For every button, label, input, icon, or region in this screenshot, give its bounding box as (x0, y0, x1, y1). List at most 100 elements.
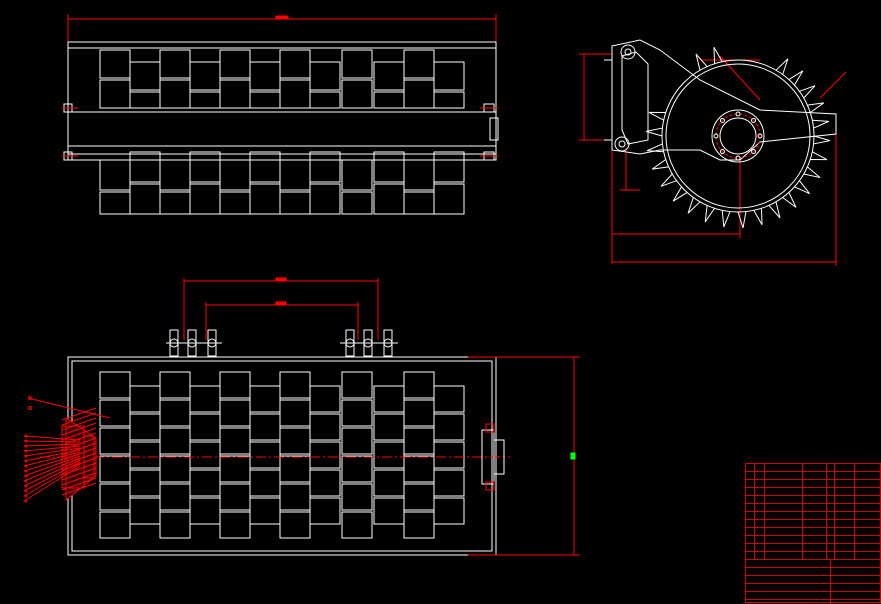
drum-tooth (813, 135, 831, 145)
pad-front (159, 371, 191, 399)
title-block-cell (754, 512, 755, 519)
pad-upper (129, 61, 161, 91)
title-block-cell (854, 520, 855, 527)
leader-dot (24, 464, 28, 468)
front-view[interactable] (23, 277, 580, 556)
lug-pin (363, 338, 373, 348)
pad-upper-lower (433, 91, 465, 109)
pad-front (433, 469, 465, 497)
pad-front (279, 511, 311, 539)
hatch-line (61, 412, 97, 426)
side-view[interactable] (579, 39, 847, 266)
title-block-cell (854, 552, 855, 559)
title-block-cell (802, 552, 803, 559)
top-view[interactable] (62, 14, 499, 215)
drum-tooth (810, 151, 828, 161)
pad-upper (309, 61, 341, 91)
leader-line (23, 445, 81, 452)
title-block-cell (754, 504, 755, 511)
pad-front (341, 399, 373, 427)
pad-lower (373, 151, 405, 183)
title-block-cell (754, 496, 755, 503)
pad-front (159, 399, 191, 427)
pad-front (159, 455, 191, 483)
bolt-hole (719, 117, 725, 123)
title-block-cell (826, 496, 827, 503)
title-block-cell (826, 536, 827, 543)
title-block-row (746, 472, 880, 480)
title-block[interactable] (745, 463, 881, 604)
pad-upper-lower (403, 79, 435, 109)
hatch-line (61, 422, 97, 436)
leader-line (23, 457, 81, 482)
title-block-cell (754, 544, 755, 551)
pad-front (219, 427, 251, 455)
title-block-row (746, 464, 880, 472)
leader-dot (24, 484, 28, 488)
title-block-row (746, 480, 880, 488)
leader-dot (24, 479, 28, 483)
pad-front (189, 385, 221, 413)
pad-front (279, 483, 311, 511)
pad-upper (279, 49, 311, 79)
pad-lower-2 (219, 191, 251, 215)
drum-tooth (737, 211, 747, 229)
pad-front (433, 385, 465, 413)
lug-pin (383, 338, 393, 348)
pad-upper (403, 49, 435, 79)
leader-line (23, 447, 81, 457)
pad-lower-2 (309, 183, 341, 215)
leader-dot (24, 459, 28, 463)
title-block-cell (854, 512, 855, 519)
pad-front (403, 455, 435, 483)
pad-lower (99, 159, 131, 191)
pad-front (309, 385, 341, 413)
title-block-cell (834, 480, 835, 487)
part-leaders (23, 396, 81, 503)
pad-upper (373, 61, 405, 91)
top-dimension (67, 14, 497, 42)
pad-front (341, 483, 373, 511)
title-block-cell (854, 480, 855, 487)
drum-tooth (807, 102, 825, 113)
hatch-line (61, 467, 97, 481)
title-block-cell (834, 544, 835, 551)
pad-upper (159, 49, 191, 79)
drum-body-top (67, 41, 497, 161)
drum-tooth (768, 201, 781, 219)
pad-upper-lower (249, 91, 281, 109)
drum-tooth (648, 111, 666, 121)
title-block-cell (826, 480, 827, 487)
pad-lower-2 (99, 191, 131, 215)
leader-dot (24, 489, 28, 493)
bolt-hole (751, 117, 757, 123)
title-block-cell (826, 472, 827, 479)
pad-upper (433, 61, 465, 91)
hatch-line (61, 442, 97, 456)
pad-upper-lower (159, 79, 191, 109)
pad-front (433, 441, 465, 469)
title-block-cell (826, 544, 827, 551)
leader-line (23, 465, 81, 502)
pad-front (279, 371, 311, 399)
title-block-cell (826, 504, 827, 511)
drum-tooth (672, 186, 688, 202)
title-block-cell (826, 552, 827, 559)
title-block-cell (826, 464, 827, 471)
pad-lower (403, 159, 435, 191)
pad-front (249, 385, 281, 413)
pad-front (159, 511, 191, 539)
drum-tooth (803, 166, 821, 179)
pad-front (129, 413, 161, 441)
title-block-cell (764, 552, 765, 559)
pad-lower-2 (403, 191, 435, 215)
pad-front (249, 497, 281, 525)
title-block-cell (834, 464, 835, 471)
leader-dot (24, 469, 28, 473)
pad-lower (279, 159, 311, 191)
pad-upper-lower (219, 79, 251, 109)
title-block-cell (802, 536, 803, 543)
pad-front (341, 427, 373, 455)
lug-pin (187, 338, 197, 348)
